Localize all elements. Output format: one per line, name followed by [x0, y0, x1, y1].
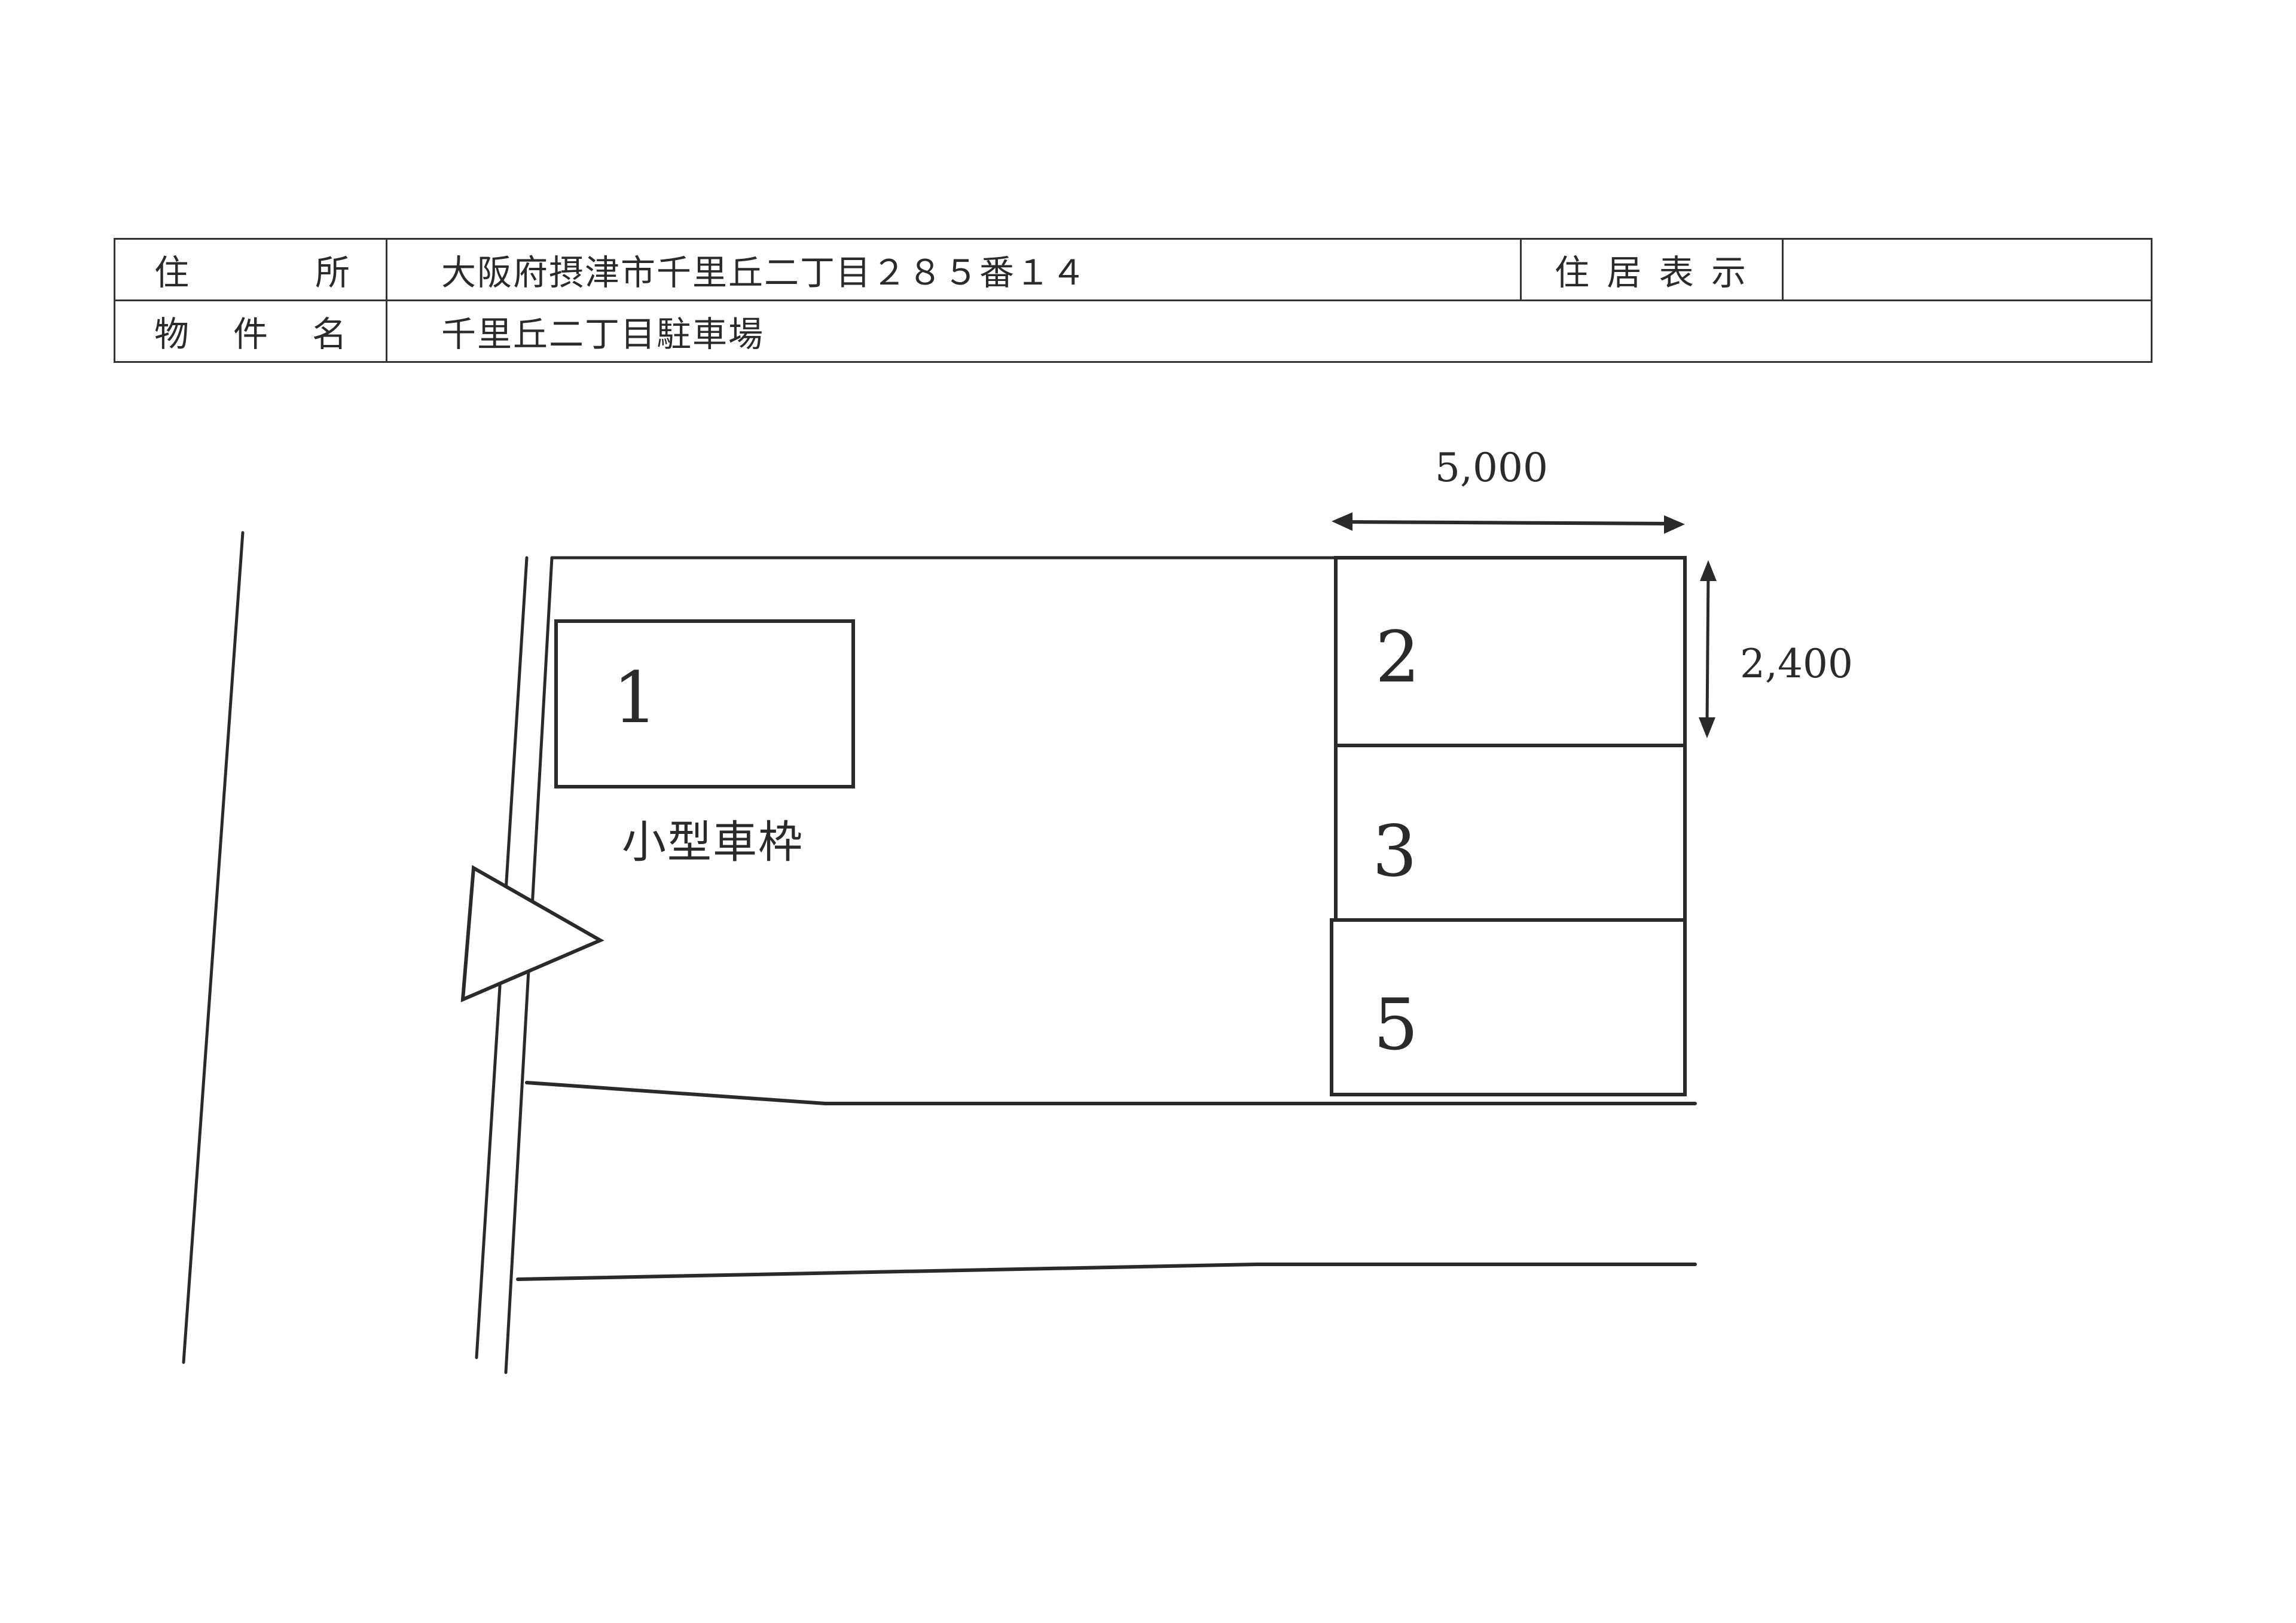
- width-dimension-label: 5,000: [1435, 445, 1548, 491]
- depth-dimension-label: 2,400: [1740, 641, 1853, 687]
- space-number-5: 5: [1373, 983, 1419, 1066]
- residence-label-char: 住: [1555, 252, 1590, 293]
- property-name-value: 千里丘二丁目駐車場: [386, 299, 2152, 363]
- property-row: 物 件 名 千里丘二丁目駐車場: [114, 299, 2152, 363]
- parking-space-5: [1330, 918, 1687, 1096]
- address-label-cell: 住 所: [114, 238, 387, 301]
- width-dimension-arrow-icon: [1332, 512, 1685, 534]
- compact-car-note: 小型車枠: [622, 817, 804, 868]
- entrance-arrow-icon: [460, 865, 604, 1002]
- residence-label-char: 表: [1659, 252, 1694, 293]
- property-info-table: 住 所 大阪府摂津市千里丘二丁目２８５番１４ 住 居 表 示 物 件 名 千里丘…: [114, 238, 2152, 363]
- space-number-3: 3: [1372, 810, 1418, 893]
- depth-dimension-arrow-icon: [1699, 560, 1717, 738]
- address-label-char: 所: [315, 252, 350, 293]
- road-edge-line-outer: [182, 531, 245, 1364]
- lower-boundary-line: [516, 1263, 1697, 1281]
- space-number-2: 2: [1375, 616, 1421, 698]
- lot-bottom-boundary: [525, 1081, 1697, 1105]
- property-label-cell: 物 件 名: [114, 299, 387, 363]
- residence-value: [1782, 238, 2152, 301]
- property-label-char: 物: [154, 314, 190, 354]
- residence-label-char: 居: [1607, 252, 1642, 293]
- address-value: 大阪府摂津市千里丘二丁目２８５番１４: [386, 238, 1522, 301]
- residence-label-char: 示: [1711, 252, 1746, 293]
- property-label-char: 件: [233, 314, 268, 354]
- address-row: 住 所 大阪府摂津市千里丘二丁目２８５番１４ 住 居 表 示: [114, 238, 2152, 301]
- address-label-char: 住: [154, 252, 190, 293]
- residence-label-cell: 住 居 表 示: [1520, 238, 1784, 301]
- property-label-char: 名: [312, 314, 347, 354]
- space-number-1: 1: [613, 656, 658, 739]
- parking-space-1: [554, 619, 855, 788]
